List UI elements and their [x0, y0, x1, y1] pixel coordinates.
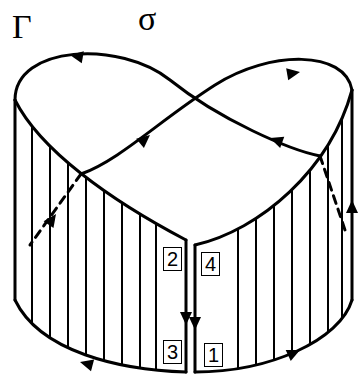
direction-arrows [44, 49, 358, 371]
band-outline [15, 54, 352, 372]
surface-symbol: σ [138, 2, 156, 36]
contour-symbol: Γ [12, 10, 32, 44]
callout-number: 4 [201, 252, 220, 276]
callout-number: 3 [163, 340, 182, 364]
hatching [32, 0, 342, 385]
callout-number: 2 [163, 247, 182, 271]
callout-number: 1 [204, 343, 223, 367]
